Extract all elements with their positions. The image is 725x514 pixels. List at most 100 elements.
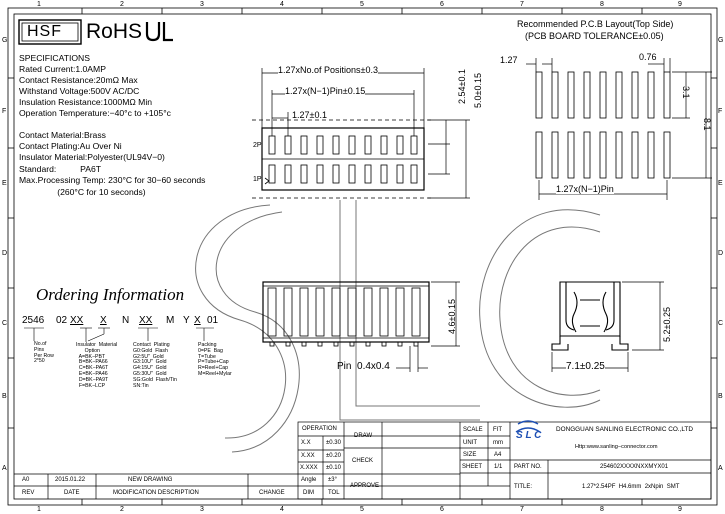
code-part: 2546 [22, 315, 45, 326]
tb-scale: SCALE [463, 427, 483, 433]
row-label-1p: 1P [253, 176, 262, 183]
col-label-bottom-9: 9 [678, 506, 682, 513]
rev-value: A0 [22, 477, 30, 483]
brand-logo: HSF [27, 23, 62, 40]
front-view-connector [262, 281, 430, 347]
col-label-4: 4 [280, 1, 284, 8]
ordering-title: Ordering Information [36, 285, 185, 304]
col-label-bottom-5: 5 [360, 506, 364, 513]
spec-line: Withstand Voltage:500V AC/DC [19, 86, 140, 96]
side-dim-height: 5.2±0.25 [662, 307, 672, 342]
pcb-dim-width: 0.76 [639, 52, 657, 62]
spec-line: Contact Material:Brass [19, 130, 106, 140]
tb-draw: DRAW [354, 433, 373, 439]
legend-packing: Packing 0=PE Bag T=Tube P=Tube+Cap R=Ree… [198, 342, 232, 378]
row-label-right-f: F [718, 108, 723, 115]
row-label-f: F [2, 108, 7, 115]
spec-title: SPECIFICATIONS [19, 53, 90, 63]
tb-scale-val: FIT [493, 427, 502, 433]
row-label-right-a: A [718, 465, 723, 472]
row-label-a: A [2, 465, 7, 472]
spec-line: Insulator Material:Polyester(UL94V−0) [19, 152, 165, 162]
col-label-bottom-8: 8 [600, 506, 604, 513]
ul-mark-icon [145, 22, 173, 42]
col-label-2: 2 [120, 1, 124, 8]
spec-line: Operation Temperature:−40°c to +105°c [19, 108, 171, 118]
col-label-5: 5 [360, 1, 364, 8]
hdr-rev: REV [22, 490, 35, 496]
pcb-dim-span: 1.27x(N−1)Pin [556, 184, 614, 194]
top-view-connector [252, 119, 434, 199]
front-view-dimensions [396, 281, 460, 372]
row-label-c: C [2, 320, 8, 327]
tb-size-val: A4 [494, 452, 502, 458]
col-label-8: 8 [600, 1, 604, 8]
row-label-right-d: D [718, 250, 724, 257]
tb-approve: APPROVE [350, 483, 380, 489]
row-label-b: B [2, 393, 7, 400]
row-ticks [8, 77, 717, 429]
col-label-bottom-2: 2 [120, 506, 124, 513]
spec-line: Max.Processing Temp: 230°C for 30−60 sec… [19, 175, 206, 185]
tb-tol-key: X.XXX [300, 465, 318, 471]
company-website: Http:www.sanling−connector.com [575, 444, 658, 450]
pcb-subtitle: (PCB BOARD TOLERANCE±0.05) [525, 31, 664, 41]
tb-tol-val: ±0.20 [326, 453, 341, 459]
row-label-2p: 2P [253, 142, 262, 149]
col-label-bottom-4: 4 [280, 506, 284, 513]
legend-pins: No.of Pins Per Row 2*50 [34, 341, 54, 365]
tb-size: SIZE [463, 452, 477, 458]
tb-tol-key: Angle [301, 477, 317, 483]
top-dim-total: 1.27xNo.of Positions±0.3 [278, 65, 378, 75]
code-part: 01 [207, 315, 219, 326]
tb-title: 1.27*2.54PF H4.6mm 2xNpin SMT [582, 484, 680, 490]
hdr-change: CHANGE [259, 490, 285, 496]
top-dim-span: 1.27x(N−1)Pin±0.15 [285, 86, 366, 96]
spec-line: (260°C for 10 seconds) [19, 187, 146, 197]
top-dim-row: 2.54±0.1 [457, 69, 467, 104]
tb-dim: DIM [303, 490, 314, 496]
col-label-bottom-6: 6 [440, 506, 444, 513]
outer-frame [7, 7, 718, 506]
side-dim-width: 7.1±0.25 [566, 361, 605, 372]
spec-line: Standard: PA6T [19, 164, 101, 174]
row-label-g: G [2, 37, 8, 44]
row-label-right-g: G [718, 37, 724, 44]
spec-line: Rated Current:1.0AMP [19, 64, 106, 74]
front-dim-height: 4.6±0.15 [447, 299, 457, 334]
col-label-9: 9 [678, 1, 682, 8]
tb-check: CHECK [352, 458, 374, 464]
side-view-connector [551, 281, 629, 351]
row-label-right-e: E [718, 180, 723, 187]
tb-sheet: SHEET [462, 464, 483, 470]
hsf-logo-inner [21, 22, 79, 42]
row-label-right-c: C [718, 320, 724, 327]
title-block-lines [14, 421, 712, 500]
code-part: X [194, 315, 201, 326]
spec-line: Contact Plating:Au Over Ni [19, 141, 122, 151]
code-part: XX [70, 315, 84, 326]
code-part: Y [183, 315, 190, 326]
tb-tol-key: X.X [301, 440, 311, 446]
rohs-label: RoHS [86, 20, 143, 43]
rev-date: 2015.01.22 [55, 477, 86, 483]
front-dim-pin: Pin 0.4x0.4 [337, 361, 390, 372]
code-part: M [166, 315, 175, 326]
company-name: DONGGUAN SANLING ELECTRONIC CO.,LTD [556, 426, 693, 433]
col-label-6: 6 [440, 1, 444, 8]
tb-unit-val: mm [493, 440, 503, 446]
slc-logo-icon [515, 420, 541, 433]
col-label-7: 7 [520, 1, 524, 8]
company-logo: S L C [516, 430, 542, 441]
tb-sheet-val: 1/1 [494, 464, 503, 470]
pcb-pads [535, 71, 671, 179]
col-label-bottom-3: 3 [200, 506, 204, 513]
tb-part-no-label: PART NO. [514, 464, 542, 470]
col-label-bottom-7: 7 [520, 506, 524, 513]
hdr-desc: MODIFICATION DESCRIPTION [113, 490, 199, 496]
legend-insulator: Insulator Material Option A=BK−PBT B=BK−… [76, 342, 118, 389]
tb-part-no: 254602XXXXNXXMYX01 [600, 464, 669, 470]
pcb-title: Recommended P.C.B Layout(Top Side) [517, 19, 674, 29]
tb-tol-key: X.XX [301, 453, 315, 459]
rev-desc: NEW DRAWING [128, 477, 173, 483]
